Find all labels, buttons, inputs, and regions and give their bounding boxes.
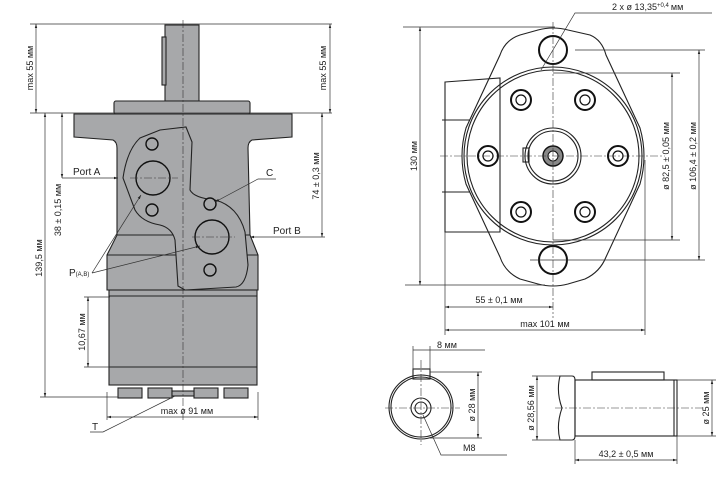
shaft-side-view: ø 28,56 мм ø 25 мм 43,2 ± 0,5 мм [526,371,716,464]
port-c-hole [203,197,217,211]
front-view: 130 мм ø 82,5 ± 0,05 мм ø 106,4 ± 0,2 мм… [403,2,712,335]
port-a-label: Port A [73,167,101,178]
dim-55-label: 55 ± 0,1 мм [475,295,522,305]
port-b-label: Port B [273,226,301,237]
port-p-label: P(A,B) [69,268,89,279]
height-130-label: 130 мм [409,141,419,171]
top-cap [113,100,251,115]
port-c-label: C [266,168,273,179]
side-view: max 55 мм max 55 мм 139,5 мм 38 ± 0,15 м… [25,20,332,433]
m8-label: M8 [463,443,476,453]
dim-1067-label: 10,67 мм [77,313,87,350]
shaft-end-view: 8 мм ø 28 мм M8 [385,340,507,456]
height-139-label: 139,5 мм [34,239,44,276]
shaft-key [161,36,167,86]
shaft [164,24,200,102]
dim-91-label: max ø 91 мм [161,406,213,416]
dim-38-label: 38 ± 0,15 мм [53,184,63,236]
max55-left-label: max 55 мм [25,46,35,90]
dim-432-label: 43,2 ± 0,5 мм [599,449,654,459]
bolt-heads [117,387,249,399]
dim-101-label: max 101 мм [520,319,569,329]
dim-2856-label: ø 28,56 мм [526,385,536,430]
port-t-label: T [92,422,98,433]
dim-8-label: 8 мм [437,340,457,350]
dim-825-label: ø 82,5 ± 0,05 мм [661,122,671,190]
dim-25-label: ø 25 мм [701,392,711,425]
dim-1064-label: ø 106,4 ± 0,2 мм [688,122,698,190]
mounting-flange [461,27,645,287]
dim-74-label: 74 ± 0,3 мм [311,152,321,199]
max55-right-label: max 55 мм [318,46,328,90]
dim-28-label: ø 28 мм [467,389,477,422]
